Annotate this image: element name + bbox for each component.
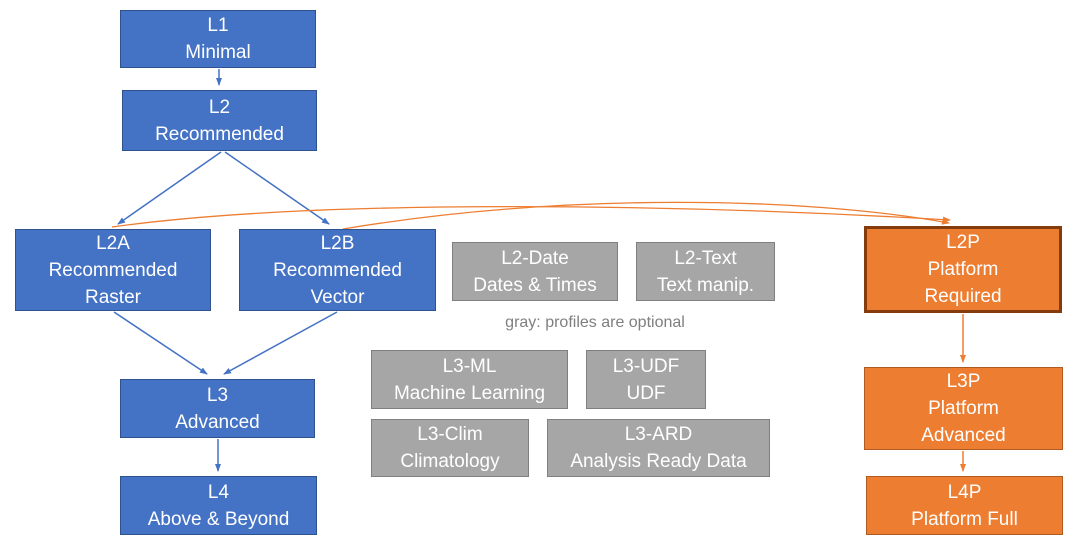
edge-l2a-l3 [113, 311, 208, 375]
node-subtitle: Platform [928, 398, 999, 419]
node-l2-date-profile: L2-Date Dates & Times [452, 242, 618, 301]
node-subtitle2: Advanced [921, 425, 1006, 446]
node-subtitle: UDF [626, 382, 666, 404]
node-l2-recommended: L2 Recommended [122, 90, 317, 151]
node-l2-text-profile: L2-Text Text manip. [636, 242, 775, 301]
node-title: L1 [207, 15, 229, 36]
node-l2p-platform-required: L2P Platform Required [864, 226, 1062, 313]
node-title: L3-ARD [624, 424, 693, 445]
node-subtitle: Recommended [273, 259, 402, 281]
node-subtitle: Climatology [400, 451, 500, 472]
node-title: L3-Clim [417, 424, 483, 445]
node-subtitle: Recommended [48, 259, 178, 281]
node-title: L3P [946, 371, 981, 392]
node-l4-above-beyond: L4 Above & Beyond [120, 476, 317, 535]
node-title: L3 [206, 384, 229, 406]
node-title: L2-Date [501, 247, 569, 269]
node-l3-udf-profile: L3-UDF UDF [586, 350, 706, 409]
node-subtitle2: Vector [310, 286, 365, 308]
node-title: L2-Text [674, 247, 737, 269]
node-l2b-recommended-vector: L2B Recommended Vector [239, 229, 436, 311]
node-title: L2B [320, 232, 355, 254]
edge-l2-l2a [117, 151, 222, 225]
node-subtitle: Platform Full [911, 508, 1018, 530]
node-subtitle: Platform [927, 259, 999, 280]
node-l3-ml-profile: L3-ML Machine Learning [371, 350, 568, 409]
node-l3-ard-profile: L3-ARD Analysis Ready Data [547, 419, 770, 477]
node-subtitle: Advanced [175, 411, 260, 433]
node-l3p-platform-advanced: L3P Platform Advanced [864, 367, 1063, 450]
node-subtitle: Minimal [185, 42, 251, 63]
node-l4p-platform-full: L4P Platform Full [866, 476, 1063, 535]
node-title: L4 [207, 481, 230, 503]
node-subtitle2: Required [924, 286, 1002, 307]
node-subtitle2: Raster [85, 286, 141, 308]
node-title: L3-ML [442, 355, 497, 377]
node-subtitle: Dates & Times [473, 274, 597, 296]
gray-profiles-note: gray: profiles are optional [505, 314, 685, 331]
node-title: L2 [208, 96, 231, 118]
node-subtitle: Analysis Ready Data [570, 451, 747, 472]
node-subtitle: Recommended [155, 123, 284, 145]
node-l1-minimal: L1 Minimal [120, 10, 316, 68]
node-title: L3-UDF [612, 355, 680, 377]
node-l3-advanced: L3 Advanced [120, 379, 315, 438]
edge-l2a-l2p [111, 205, 951, 228]
node-title: L2A [96, 232, 130, 254]
node-subtitle: Above & Beyond [147, 508, 290, 530]
node-subtitle: Text manip. [656, 274, 755, 296]
node-subtitle: Machine Learning [393, 382, 546, 404]
node-title: L2P [946, 232, 980, 253]
edge-l2b-l2p [342, 201, 950, 230]
edge-l2-l2b [224, 151, 330, 225]
node-l3-clim-profile: L3-Clim Climatology [371, 419, 529, 477]
node-l2a-recommended-raster: L2A Recommended Raster [15, 229, 211, 311]
node-title: L4P [947, 481, 982, 503]
edge-l2b-l3 [223, 311, 338, 375]
